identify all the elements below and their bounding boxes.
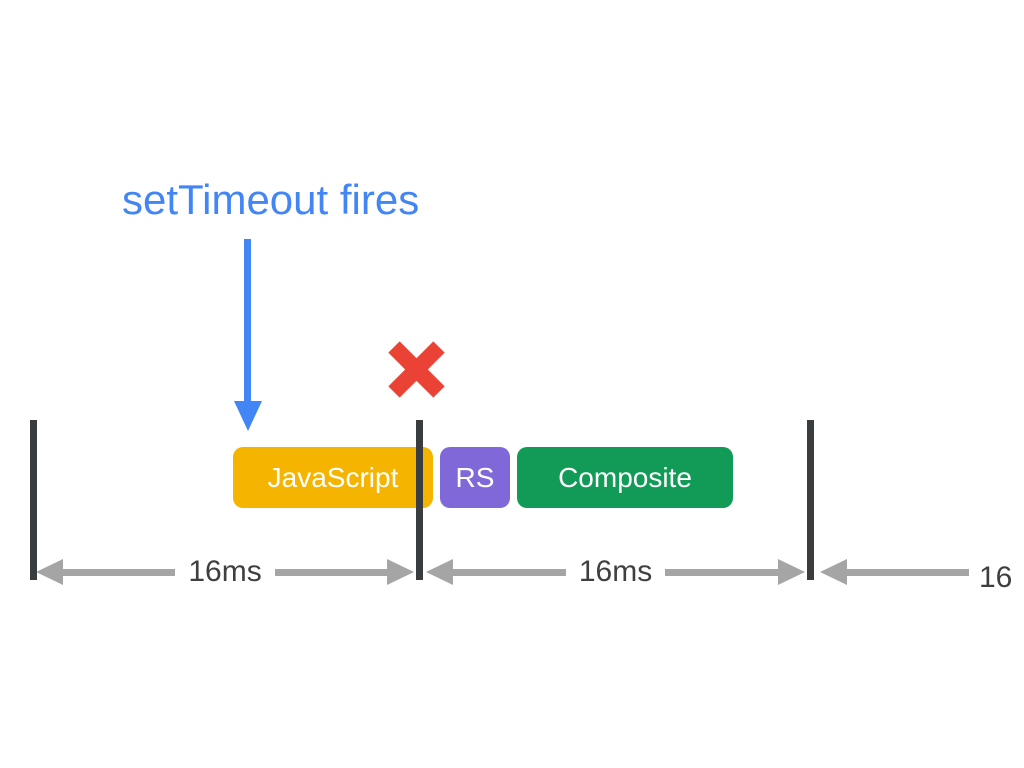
cancel-x-icon <box>388 341 445 398</box>
interval-line <box>274 568 388 576</box>
interval-line <box>63 568 176 576</box>
arrowhead-left-icon <box>426 559 453 585</box>
interval-arrow-2: 16ms <box>426 555 806 588</box>
interval-line <box>453 568 566 576</box>
frame-boundary-tick-1 <box>30 420 37 580</box>
arrowhead-left-icon <box>36 559 63 585</box>
interval-arrow-1: 16ms <box>36 555 415 588</box>
arrowhead-right-icon <box>778 559 806 585</box>
arrowhead-right-icon <box>387 559 415 585</box>
interval-label: 16 <box>979 561 1013 594</box>
frame-boundary-tick-3 <box>807 420 814 580</box>
interval-label: 16ms <box>188 555 262 588</box>
arrowhead-left-icon <box>820 559 847 585</box>
arrow-down-icon <box>234 401 262 431</box>
javascript-block: JavaScript <box>233 447 433 508</box>
interval-line <box>665 568 779 576</box>
interval-arrow-3: 16 <box>820 558 1024 594</box>
interval-line <box>847 568 969 576</box>
frame-boundary-tick-2 <box>416 420 423 580</box>
rs-block: RS <box>440 447 510 508</box>
settimeout-fires-label: setTimeout fires <box>122 176 420 223</box>
arrow-down-shaft <box>244 239 251 402</box>
interval-label: 16ms <box>578 555 653 588</box>
composite-block: Composite <box>517 447 733 508</box>
